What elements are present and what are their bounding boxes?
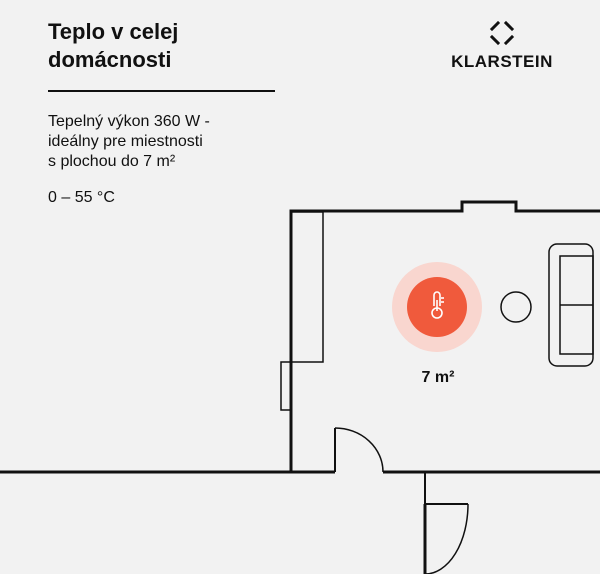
description-line-3: s plochou do 7 m² [48,153,176,170]
title-line-2: domácnosti [48,47,172,72]
brand-logo: KLARSTEIN [450,20,554,72]
power-description: Tepelný výkon 360 W - ideálny pre miestn… [48,112,288,172]
wardrobe [290,211,324,363]
round-table [500,291,532,323]
door-bottom-swing [424,503,469,574]
room-area-label: 7 m² [421,369,455,386]
door-left-swing [334,427,384,473]
description-line-1: Tepelný výkon 360 W - [48,113,210,130]
temperature-range: 0 – 55 °C [48,189,115,206]
description-line-2: ideálny pre miestnosti [48,133,203,150]
page-title: Teplo v celej domácnosti [48,18,288,74]
wall-niche [280,361,291,411]
thermometer-icon [431,291,444,319]
room-wall [289,200,600,472]
sofa [548,243,594,367]
title-divider [48,90,275,92]
klarstein-logo-icon [489,20,515,46]
title-line-1: Teplo v celej [48,19,179,44]
brand-name: KLARSTEIN [451,52,553,71]
